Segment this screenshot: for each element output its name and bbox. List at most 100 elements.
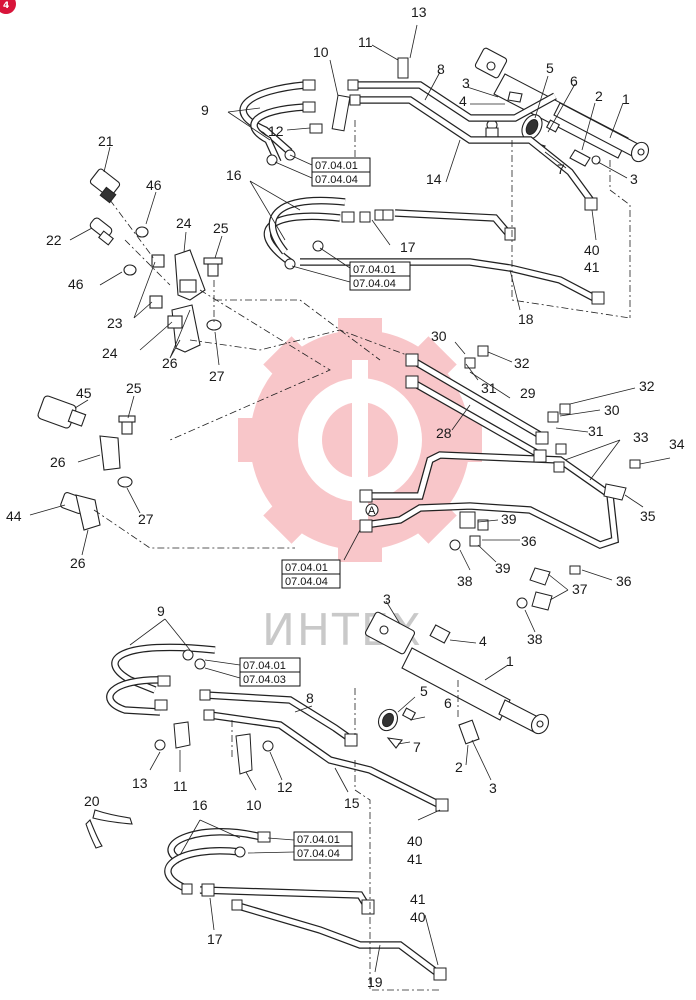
- svg-text:41: 41: [584, 259, 600, 275]
- svg-text:7: 7: [413, 739, 421, 755]
- svg-text:38: 38: [527, 631, 543, 647]
- svg-text:07.04.04: 07.04.04: [315, 174, 358, 186]
- svg-text:3: 3: [383, 591, 391, 607]
- svg-text:27: 27: [209, 368, 225, 384]
- svg-text:14: 14: [426, 171, 442, 187]
- svg-text:29: 29: [520, 385, 536, 401]
- svg-text:33: 33: [633, 429, 649, 445]
- svg-text:26: 26: [50, 454, 66, 470]
- svg-text:18: 18: [518, 311, 534, 327]
- top-assembly: [227, 24, 650, 319]
- svg-text:1: 1: [622, 91, 630, 107]
- svg-text:39: 39: [495, 560, 511, 576]
- svg-text:26: 26: [70, 555, 86, 571]
- svg-text:11: 11: [173, 778, 188, 794]
- svg-text:12: 12: [277, 779, 293, 795]
- ref-box-1: 07.04.01 07.04.04: [274, 154, 371, 187]
- svg-text:26: 26: [162, 355, 178, 371]
- svg-text:31: 31: [481, 380, 497, 396]
- svg-text:17: 17: [207, 931, 223, 947]
- svg-text:44: 44: [6, 508, 22, 524]
- svg-text:07.04.01: 07.04.01: [297, 834, 340, 846]
- svg-text:45: 45: [76, 385, 92, 401]
- svg-text:11: 11: [358, 34, 373, 50]
- svg-text:20: 20: [84, 793, 100, 809]
- svg-text:23: 23: [107, 315, 123, 331]
- svg-text:8: 8: [306, 690, 314, 706]
- svg-text:1: 1: [506, 653, 514, 669]
- svg-text:40: 40: [407, 833, 423, 849]
- svg-text:30: 30: [604, 402, 620, 418]
- cylinder-top: [474, 47, 650, 167]
- svg-text:39: 39: [501, 511, 517, 527]
- svg-text:21: 21: [98, 133, 114, 149]
- svg-text:13: 13: [132, 775, 148, 791]
- svg-text:07.04.04: 07.04.04: [353, 278, 396, 290]
- svg-text:4: 4: [3, 1, 9, 11]
- svg-text:5: 5: [546, 60, 554, 76]
- svg-text:A: A: [368, 505, 376, 517]
- svg-text:4: 4: [479, 633, 487, 649]
- svg-text:12: 12: [268, 123, 284, 139]
- svg-text:24: 24: [102, 345, 118, 361]
- svg-text:3: 3: [462, 75, 470, 91]
- svg-text:41: 41: [410, 891, 426, 907]
- svg-text:07.04.01: 07.04.01: [353, 264, 396, 276]
- ref-box-5: 07.04.01 07.04.04: [247, 831, 353, 861]
- svg-text:28: 28: [436, 425, 452, 441]
- svg-text:36: 36: [616, 573, 632, 589]
- svg-text:46: 46: [146, 177, 162, 193]
- svg-text:25: 25: [213, 220, 229, 236]
- svg-text:35: 35: [640, 508, 656, 524]
- svg-text:07.04.04: 07.04.04: [285, 576, 328, 588]
- svg-text:38: 38: [457, 573, 473, 589]
- ref-box-2: 07.04.01 07.04.04: [291, 247, 411, 291]
- middle-callouts: 30 32 31 29 32 30 28 31 33 34 35 39 36 3…: [368, 328, 685, 647]
- left-callouts: 21 46 22 24 25 46 23 24 26 27 25 45 26 2…: [6, 133, 229, 571]
- svg-text:17: 17: [400, 239, 416, 255]
- svg-text:10: 10: [313, 44, 329, 60]
- svg-text:9: 9: [157, 603, 165, 619]
- svg-text:16: 16: [192, 797, 208, 813]
- svg-text:19: 19: [367, 974, 383, 990]
- svg-text:34: 34: [669, 436, 685, 452]
- svg-text:9: 9: [201, 102, 209, 118]
- svg-text:16: 16: [226, 167, 242, 183]
- svg-text:15: 15: [344, 795, 360, 811]
- corner-badge: 4: [0, 0, 16, 14]
- svg-text:25: 25: [126, 380, 142, 396]
- bottom-assembly: [85, 600, 550, 991]
- svg-text:07.04.03: 07.04.03: [243, 674, 286, 686]
- svg-text:8: 8: [437, 61, 445, 77]
- top-callouts: 13 11 10 8 5 6 3 4 2 1 9 12 7 3 14 16 17…: [201, 4, 638, 327]
- middle-assembly: [189, 299, 671, 633]
- svg-text:7: 7: [557, 161, 565, 177]
- svg-text:37: 37: [572, 581, 588, 597]
- svg-text:36: 36: [521, 533, 537, 549]
- svg-text:27: 27: [138, 511, 154, 527]
- svg-text:3: 3: [630, 171, 638, 187]
- svg-text:07.04.01: 07.04.01: [285, 562, 328, 574]
- svg-text:40: 40: [410, 909, 426, 925]
- bottom-callouts: 9 3 4 1 8 5 6 7 2 3 13 11 12 10 15 20 16…: [84, 591, 514, 990]
- ref-box-4: 07.04.01 07.04.03: [204, 657, 301, 687]
- svg-text:13: 13: [411, 4, 427, 20]
- svg-text:07.04.01: 07.04.01: [243, 660, 286, 672]
- left-couplers: [29, 146, 331, 556]
- svg-text:6: 6: [444, 695, 452, 711]
- svg-text:41: 41: [407, 851, 423, 867]
- ref-box-3: 07.04.01 07.04.04: [281, 559, 341, 589]
- svg-text:40: 40: [584, 242, 600, 258]
- svg-text:5: 5: [420, 683, 428, 699]
- svg-text:32: 32: [514, 355, 530, 371]
- svg-text:2: 2: [595, 88, 603, 104]
- svg-text:31: 31: [588, 423, 604, 439]
- svg-text:07.04.04: 07.04.04: [297, 848, 340, 860]
- svg-text:32: 32: [639, 378, 655, 394]
- svg-text:22: 22: [46, 232, 62, 248]
- svg-text:30: 30: [431, 328, 447, 344]
- svg-text:10: 10: [246, 797, 262, 813]
- svg-text:24: 24: [176, 215, 192, 231]
- svg-text:2: 2: [455, 759, 463, 775]
